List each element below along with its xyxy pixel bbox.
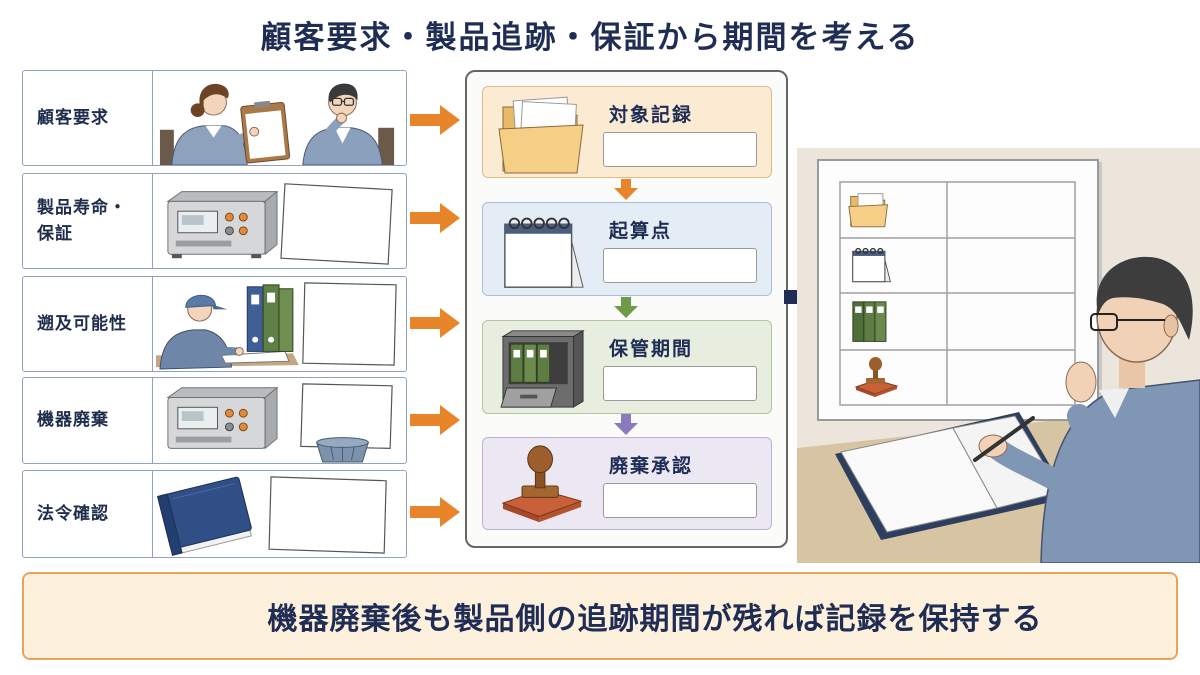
worker-with-binders-illustration <box>154 277 406 371</box>
reviewer-person <box>973 256 1200 563</box>
stamp-icon <box>501 445 583 523</box>
calendar-icon <box>504 217 584 288</box>
input-box-traceability: 遡及可能性 <box>22 276 407 372</box>
input-box-product-life-warranty: 製品寿命・ 保証 <box>22 173 407 269</box>
retention-period-field[interactable] <box>603 366 757 401</box>
law-book-and-sheet-illustration <box>154 471 406 557</box>
record-review-scene <box>797 148 1200 563</box>
open-notebook <box>835 412 1069 540</box>
step-card-retention-period: 保管期間 <box>482 320 772 414</box>
step-arrow-2 <box>614 297 638 318</box>
disposal-approval-field[interactable] <box>603 483 757 518</box>
target-records-field[interactable] <box>603 132 757 167</box>
input-box-equipment-disposal: 機器廃棄 <box>22 377 407 464</box>
input-box-customer-requirements: 顧客要求 <box>22 70 407 166</box>
record-board-grid <box>839 181 1076 406</box>
step-arrow-1 <box>614 179 638 200</box>
step-label: 起算点 <box>609 220 673 242</box>
input-arrow-1 <box>410 105 460 135</box>
board-stamp-icon <box>854 357 899 397</box>
conclusion-text: 機器廃棄後も製品側の追跡期間が残れば記録を保持する <box>267 602 1043 637</box>
device-and-sheet-illustration <box>154 174 406 268</box>
input-arrow-5 <box>410 497 460 527</box>
input-arrow-4 <box>410 405 460 435</box>
input-label: 遡及可能性 <box>23 277 153 371</box>
step-label: 廃棄承認 <box>609 455 694 477</box>
pen-icon <box>973 416 1035 462</box>
page-title: 顧客要求・製品追跡・保証から期間を考える <box>260 20 920 56</box>
step-label: 対象記録 <box>609 104 694 126</box>
board-calendar-icon <box>852 247 891 283</box>
board-folder-icon <box>848 193 889 228</box>
step-label: 保管期間 <box>609 338 694 360</box>
customer-meeting-illustration <box>154 71 406 165</box>
folder-icon <box>498 96 584 174</box>
input-label: 顧客要求 <box>23 71 153 165</box>
device-and-trash-bin-illustration <box>154 378 406 463</box>
start-point-field[interactable] <box>603 248 757 283</box>
input-label: 機器廃棄 <box>23 378 153 463</box>
input-label: 法令確認 <box>23 471 153 557</box>
step-arrow-3 <box>614 414 638 435</box>
step-card-target-records: 対象記録 <box>482 86 772 178</box>
conclusion-banner: 機器廃棄後も製品側の追跡期間が残れば記録を保持する <box>22 572 1178 660</box>
input-arrow-2 <box>410 203 460 233</box>
input-box-legal-check: 法令確認 <box>22 470 407 558</box>
filing-cabinet-icon <box>500 329 585 408</box>
input-label: 製品寿命・ 保証 <box>23 174 153 268</box>
step-card-start-point: 起算点 <box>482 202 772 296</box>
step-card-disposal-approval: 廃棄承認 <box>482 437 772 530</box>
board-binders-icon <box>852 301 887 342</box>
input-arrow-3 <box>410 308 460 338</box>
